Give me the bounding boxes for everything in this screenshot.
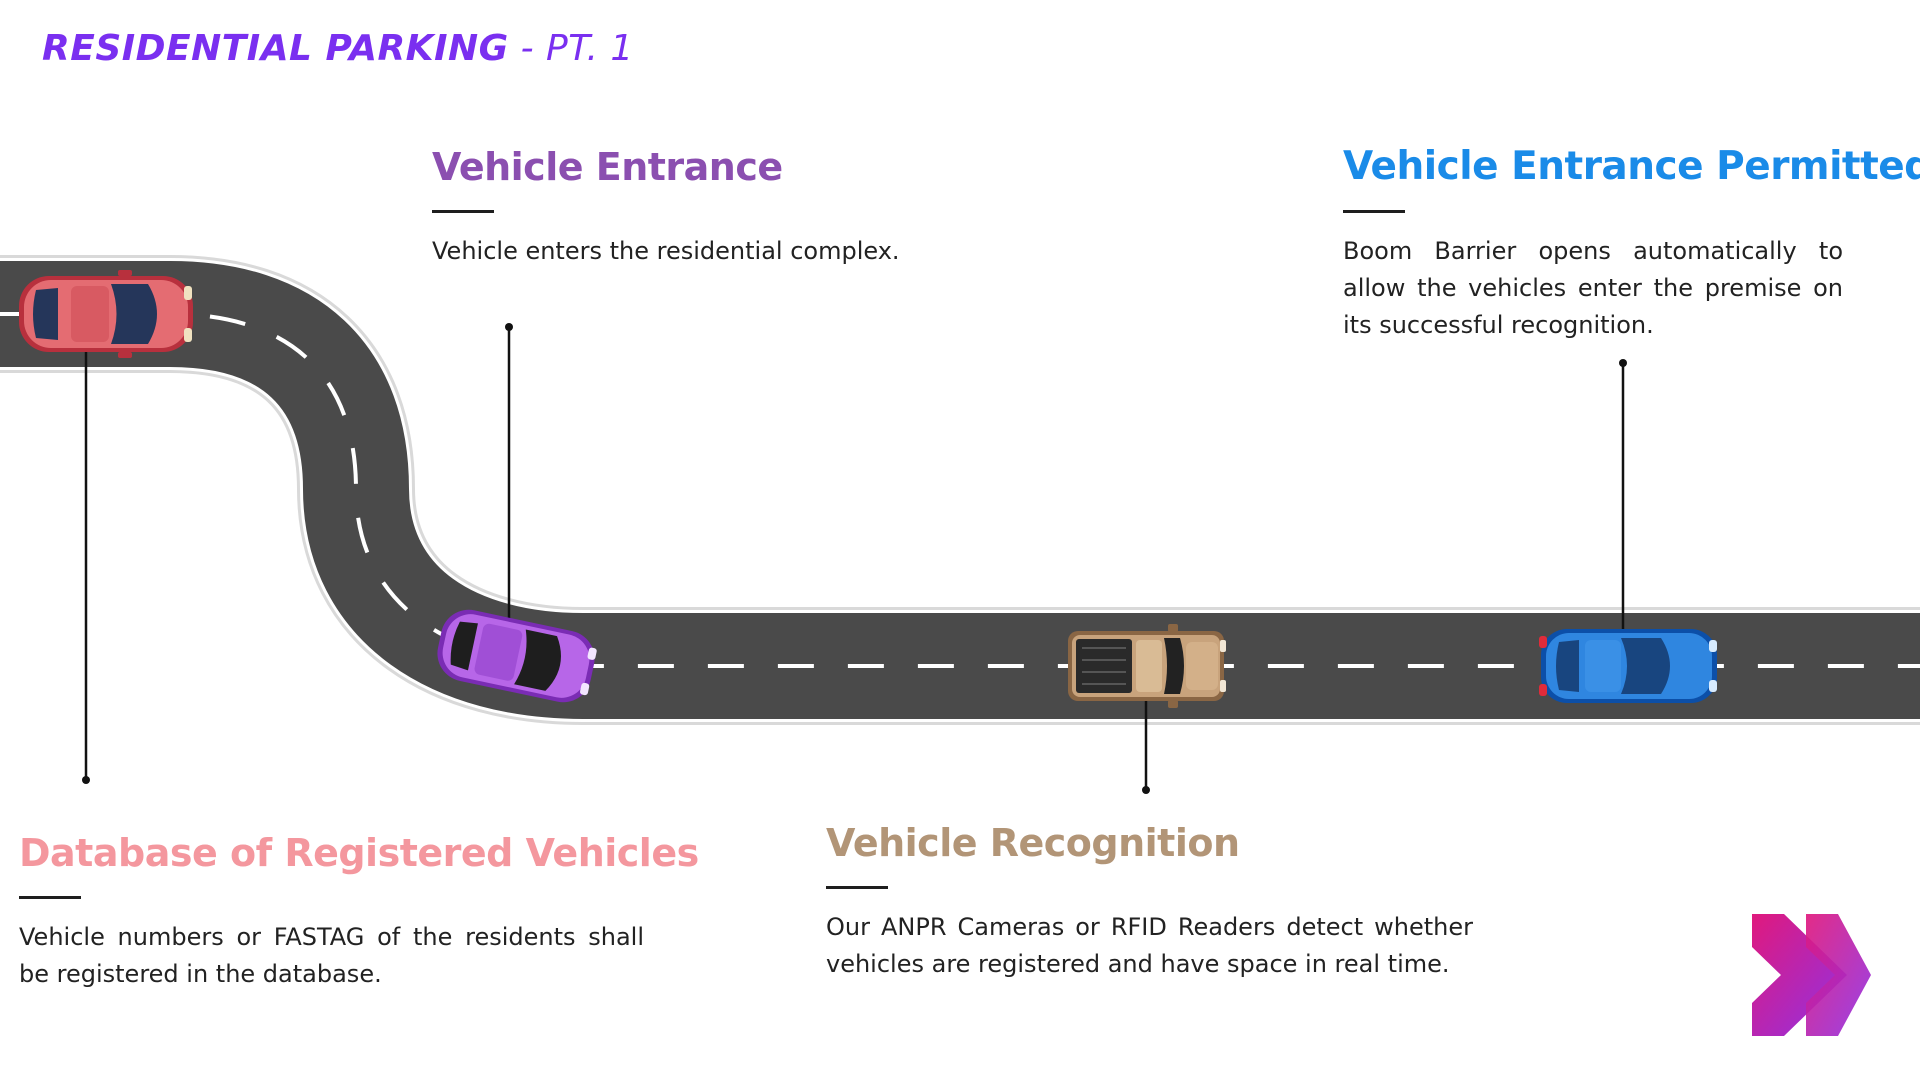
road [0, 255, 1920, 725]
connector-dot-permitted [1619, 359, 1627, 367]
heading-underline [432, 210, 494, 213]
connector-dot-database [82, 776, 90, 784]
red-car-icon [19, 270, 193, 358]
pickup-truck-icon [1068, 624, 1226, 708]
step-vehicle-recognition: Vehicle Recognition Our ANPR Cameras or … [826, 818, 1473, 983]
page-title-part: PT. 1 [546, 28, 634, 69]
step-description: Boom Barrier opens automatically to allo… [1343, 237, 1843, 339]
page-title: RESIDENTIAL PARKING - PT. 1 [42, 28, 634, 69]
step-heading: Database of Registered Vehicles [19, 831, 699, 875]
heading-underline [826, 886, 888, 889]
step-vehicle-entrance-permitted: Vehicle Entrance Permitted Boom Barrier … [1343, 142, 1920, 344]
step-heading: Vehicle Entrance Permitted [1343, 144, 1920, 189]
page-title-main: RESIDENTIAL PARKING [42, 28, 509, 69]
step-vehicle-entrance: Vehicle Entrance Vehicle enters the resi… [432, 142, 992, 270]
step-description: Vehicle numbers or FASTAG of the residen… [19, 923, 644, 988]
blue-car-icon [1539, 629, 1717, 703]
heading-underline [19, 896, 81, 899]
step-description: Vehicle enters the residential complex. [432, 237, 900, 265]
connector-dot-entrance [505, 323, 513, 331]
step-description: Our ANPR Cameras or RFID Readers detect … [826, 913, 1473, 978]
connector-dot-recognition [1142, 786, 1150, 794]
step-heading: Vehicle Recognition [826, 821, 1240, 865]
step-heading: Vehicle Entrance [432, 145, 783, 189]
step-database-registered-vehicles: Database of Registered Vehicles Vehicle … [19, 828, 699, 993]
purple-car-icon [437, 609, 597, 703]
double-chevron-right-icon [1752, 914, 1871, 1036]
heading-underline [1343, 210, 1405, 213]
page-title-separator: - [508, 28, 547, 69]
